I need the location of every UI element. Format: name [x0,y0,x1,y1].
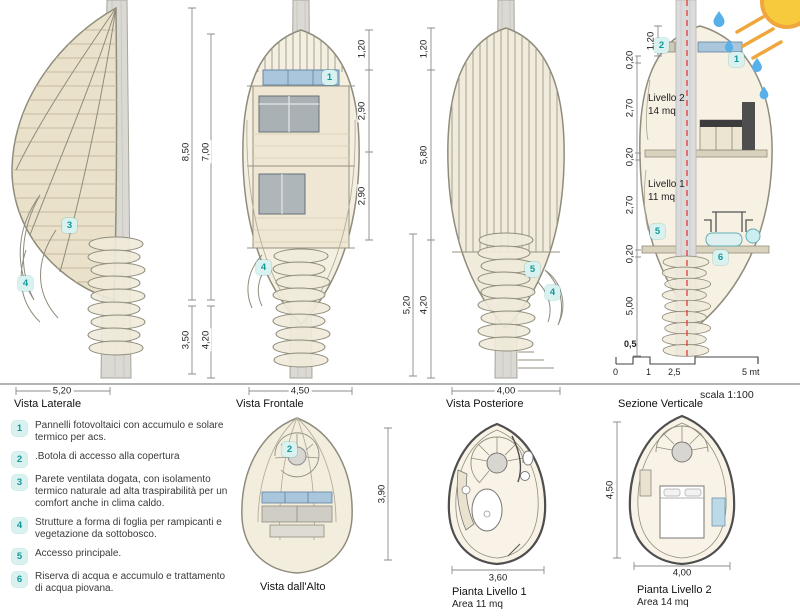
legend-text-5: Accesso principale. [35,548,122,559]
dim-label: 8,50 [180,140,192,164]
legend-number-4: 4 [12,518,27,533]
marker-4-frontale: 4 [256,260,271,275]
level-1-label: Livello 1 [648,179,685,190]
dim-label: 0,20 [624,48,636,72]
dim-label: 4,00 [494,385,518,397]
dim-label: 5,80 [418,143,430,167]
dim-label: 4,50 [604,478,616,502]
legend-text-2: .Botola di accesso alla copertura [35,451,180,462]
dimension-lines-bottom [384,421,731,574]
dim-label: 7,00 [200,140,212,164]
legend-text-6: Riserva di acqua e accumulo e trattament… [35,571,226,594]
legend-number-3: 3 [12,475,27,490]
dim-label: 2,90 [356,184,368,208]
view-label-pianta1: Pianta Livello 1 [452,586,527,598]
pianta2-area: Area 14 mq [637,597,689,608]
dim-label: 2,70 [624,193,636,217]
view-label-alto: Vista dall'Alto [260,581,326,593]
dim-label: 1,20 [356,37,368,61]
scale-label: scala 1:100 [700,389,754,401]
dim-label: 3,50 [180,328,192,352]
marker-3-laterale: 3 [62,218,77,233]
dim-label: 1,20 [418,37,430,61]
scale-bar [615,356,759,365]
dim-label: 3,90 [376,482,388,506]
level-2-label: Livello 2 [648,93,685,104]
view-alto-drawing [241,417,353,574]
dim-label: 5,20 [50,385,74,397]
view-label-posteriore: Vista Posteriore [446,398,524,410]
view-sezione-drawing [639,0,773,358]
dim-label: 3,60 [486,572,510,584]
legend-item-2: 2 .Botola di accesso alla copertura [12,451,232,467]
legend-item-5: 5 Accesso principale. [12,548,232,564]
marker-5-posteriore: 5 [525,262,540,277]
dim-label: 4,20 [418,293,430,317]
dim-label: 2,70 [624,96,636,120]
legend-text-4: Strutture a forma di foglia per rampican… [35,517,222,540]
view-pianta2-drawing [628,414,736,566]
legend-item-1: 1 Pannelli fotovoltaici con accumulo e s… [12,420,232,444]
dim-label: 2,90 [356,99,368,123]
marker-4-laterale: 4 [18,276,33,291]
marker-5-sezione: 5 [650,224,665,239]
legend-item-3: 3 Parete ventilata dogata, con isolament… [12,474,232,510]
marker-1-frontale: 1 [322,70,337,85]
scale-tick: 1 [646,367,652,377]
view-label-sezione: Sezione Verticale [618,398,703,410]
legend-item-6: 6 Riserva di acqua e accumulo e trattame… [12,571,232,595]
dim-label: 0,20 [624,145,636,169]
view-label-laterale: Vista Laterale [14,398,82,410]
legend: 1 Pannelli fotovoltaici con accumulo e s… [12,420,232,595]
sun-icon [735,0,800,60]
dim-label: 4,50 [288,385,312,397]
legend-text-3: Parete ventilata dogata, con isolamento … [35,474,228,509]
view-frontale-drawing [242,0,360,379]
legend-text-1: Pannelli fotovoltaici con accumulo e sol… [35,420,224,443]
marker-6-sezione: 6 [713,250,728,265]
marker-2-sezione: 2 [654,38,669,53]
marker-4-posteriore: 4 [545,285,560,300]
marker-2-alto: 2 [282,442,297,457]
view-label-frontale: Vista Frontale [236,398,304,410]
scale-half-label: 0,5 [624,339,637,349]
view-label-pianta2: Pianta Livello 2 [637,584,712,596]
scale-tick: 0 [613,367,619,377]
view-pianta1-drawing [447,422,547,566]
legend-number-6: 6 [12,572,27,587]
level-1-area: 11 mq [648,192,676,203]
legend-number-5: 5 [12,549,27,564]
legend-number-1: 1 [12,421,27,436]
scale-tick: 5 mt [742,367,760,377]
view-laterale-drawing [11,0,146,379]
view-posteriore-drawing [447,0,565,379]
dim-label: 4,20 [200,328,212,352]
marker-1-sezione: 1 [729,52,744,67]
dim-label: 5,20 [401,293,413,317]
legend-item-4: 4 Strutture a forma di foglia per rampic… [12,517,232,541]
level-2-area: 14 mq [648,106,676,117]
scale-tick: 2,5 [668,367,681,377]
dim-label: 0,20 [624,242,636,266]
dim-label: 5,00 [624,294,636,318]
legend-number-2: 2 [12,452,27,467]
pianta1-area: Area 11 mq [452,599,503,610]
dim-label: 4,00 [670,567,694,579]
